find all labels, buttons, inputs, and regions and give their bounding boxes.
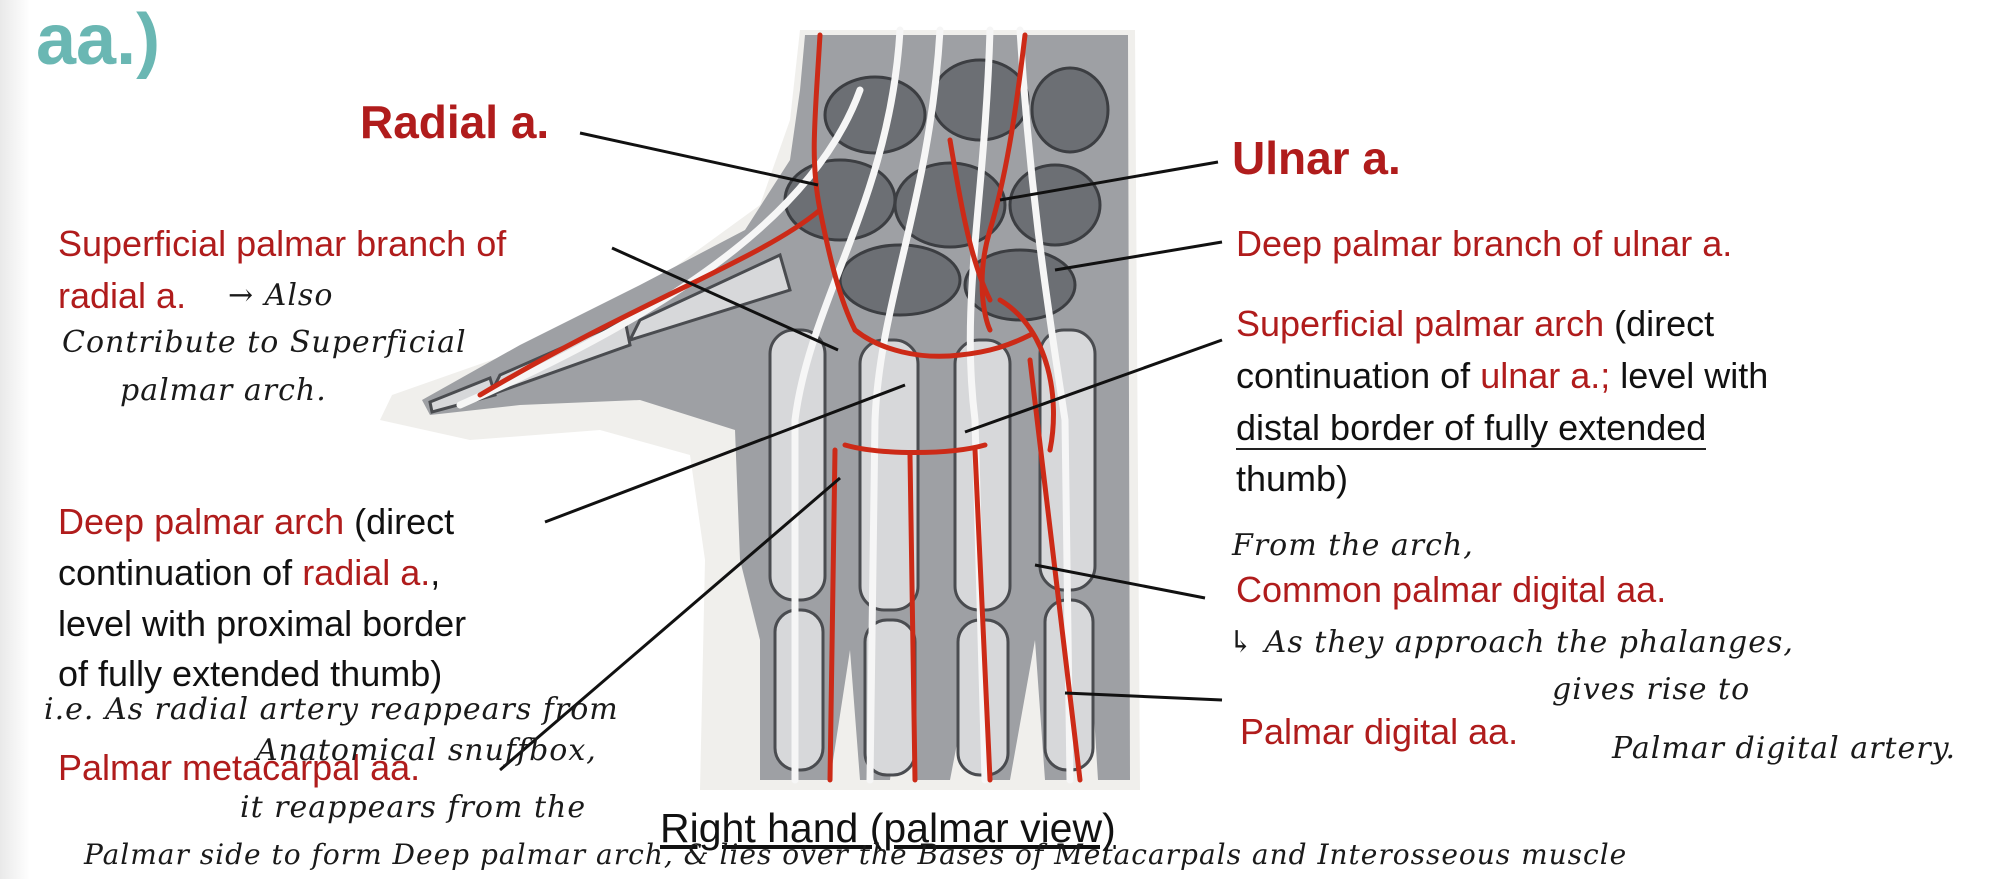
label-deep-palmar-branch-ulnar: Deep palmar branch of ulnar a. — [1236, 223, 1733, 264]
deep-arch-line2: continuation of radial a., — [58, 547, 440, 598]
label-palmar-digital: Palmar digital aa. — [1240, 711, 1519, 752]
handwriting-note-phalanges-line1: ↳ As they approach the phalanges, — [1228, 625, 1794, 660]
handwriting-note-also-line1: → Also — [228, 278, 334, 313]
superficial-arch-red-2: ulnar a.; — [1480, 355, 1611, 396]
label-palmar-metacarpal: Palmar metacarpal aa. — [58, 747, 421, 788]
superficial-arch-red-1: Superficial palmar arch — [1236, 303, 1605, 344]
handwriting-note-bottom: Palmar side to form Deep palmar arch, & … — [84, 838, 1628, 871]
handwriting-note-phalanges-line2: gives rise to — [1552, 672, 1751, 707]
deep-arch-black-2b: , — [430, 552, 441, 593]
superficial-arch-black-2a: continuation of — [1236, 355, 1481, 396]
deep-arch-line1: Deep palmar arch (direct — [58, 496, 454, 547]
handwriting-note-also-line2: Contribute to Superficial — [62, 325, 467, 360]
leader-lines — [499, 131, 1223, 772]
label-radial-artery: Radial a. — [360, 96, 550, 148]
label-superficial-palmar-branch-line2: radial a. — [58, 275, 187, 316]
superficial-arch-line1: Superficial palmar arch (direct — [1236, 298, 1714, 349]
handwriting-note-phalanges-line3: Palmar digital artery. — [1612, 731, 1957, 766]
deep-arch-red-2: radial a. — [302, 552, 431, 593]
figure-caption: Right hand (palmar view) — [660, 805, 1116, 851]
handwriting-note-arch: From the arch, — [1232, 528, 1474, 563]
handwriting-note-radial-line1: i.e. As radial artery reappears from — [44, 692, 619, 727]
heading-fragment: aa.) — [36, 0, 161, 80]
deep-arch-red-1: Deep palmar arch — [58, 501, 345, 542]
handwriting-note-radial-line3: it reappears from the — [240, 790, 587, 825]
superficial-arch-black-1: (direct — [1604, 303, 1715, 344]
superficial-arch-line3-text: distal border of fully extended — [1236, 407, 1707, 450]
superficial-arch-black-2b: level with — [1610, 355, 1769, 396]
superficial-arch-line4: thumb) — [1236, 458, 1349, 499]
label-common-palmar-digital: Common palmar digital aa. — [1236, 569, 1667, 610]
superficial-arch-line2: continuation of ulnar a.; level with — [1236, 350, 1768, 401]
page-edge-shadow — [0, 0, 30, 879]
handwriting-note-radial-line2: Anatomical snuffbox, — [256, 733, 597, 768]
deep-arch-line3: level with proximal border — [58, 603, 467, 644]
superficial-arch-line3: distal border of fully extended — [1236, 402, 1707, 453]
label-ulnar-artery: Ulnar a. — [1232, 132, 1401, 184]
tendons — [456, 26, 1074, 784]
deep-arch-black-1: (direct — [344, 501, 455, 542]
deep-arch-line4: of fully extended thumb) — [58, 653, 443, 694]
deep-arch-black-2a: continuation of — [58, 552, 303, 593]
label-superficial-palmar-branch-line1: Superficial palmar branch of — [58, 223, 507, 264]
handwriting-note-also-line3: palmar arch. — [120, 373, 327, 408]
